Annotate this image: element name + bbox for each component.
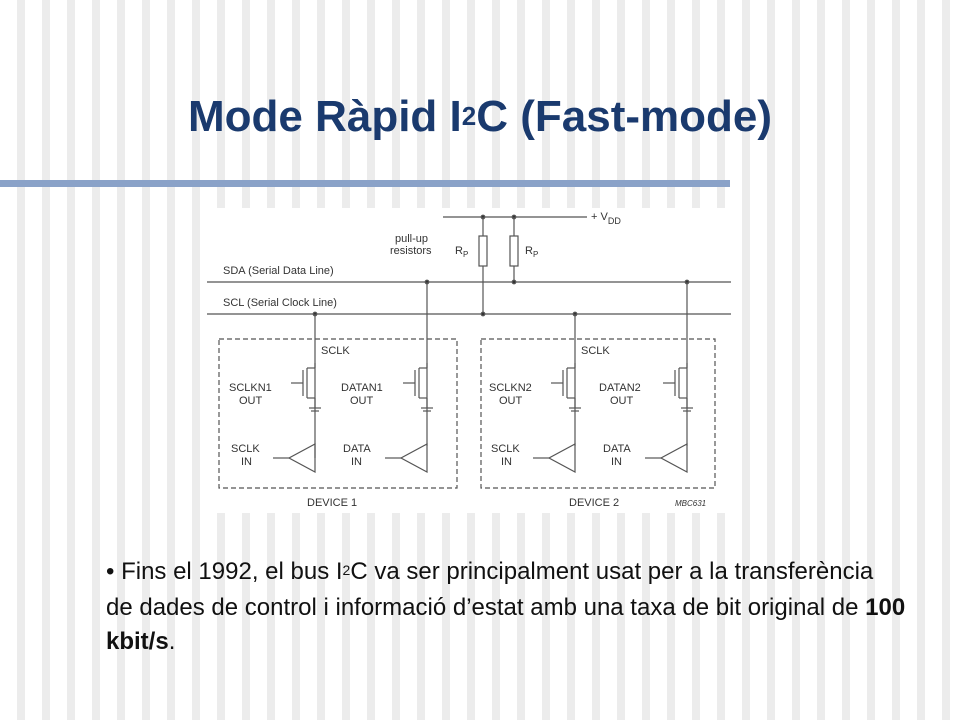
- transistor-sclkn2: [551, 363, 581, 412]
- buffer-sclk-in-2: [547, 442, 576, 474]
- data-in-label-2b: IN: [611, 456, 622, 468]
- pullup-resistor-2: [509, 235, 519, 267]
- datan2-label: DATAN2: [599, 382, 641, 394]
- device-2-box: [480, 338, 716, 489]
- vdd-label: + VDD: [591, 211, 621, 226]
- body-text-part3: .: [168, 628, 176, 655]
- transistor-datan2: [663, 363, 693, 412]
- body-text-part2: C va ser principalment usat per a la tra…: [106, 558, 874, 621]
- sclk-label-1: SCLK: [321, 345, 350, 357]
- title-text: Mode Ràpid I: [187, 92, 462, 141]
- title-text-suffix: C (Fast-mode): [476, 92, 773, 141]
- i2c-circuit-svg: + VDD pull-up resistors RP RP SDA (Seria…: [207, 211, 731, 509]
- sclk-in-label-2: SCLK: [491, 443, 520, 455]
- device-1-label: DEVICE 1: [307, 497, 357, 509]
- device-2-label: DEVICE 2: [569, 497, 619, 509]
- datan2-out-label: OUT: [610, 395, 634, 407]
- scl-label: SCL (Serial Clock Line): [223, 297, 337, 309]
- transistor-sclkn1: [291, 363, 321, 412]
- pullup-label-1: pull-up: [395, 233, 428, 245]
- pullup-label-2: resistors: [390, 245, 432, 257]
- transistor-datan1: [403, 363, 433, 412]
- sclkn1-out-label: OUT: [239, 395, 263, 407]
- buffer-sclk-in-1: [287, 442, 316, 474]
- sclk-label-2: SCLK: [581, 345, 610, 357]
- sclk-in-label-2b: IN: [501, 456, 512, 468]
- slide-title: Mode Ràpid I2C (Fast-mode): [0, 92, 960, 142]
- datan1-label: DATAN1: [341, 382, 383, 394]
- sclkn2-out-label: OUT: [499, 395, 523, 407]
- body-text-part1: Fins el 1992, el bus I: [121, 558, 343, 585]
- data-in-label-1b: IN: [351, 456, 362, 468]
- body-paragraph: • Fins el 1992, el bus I2C va ser princi…: [106, 555, 906, 659]
- buffer-data-in-2: [659, 442, 688, 474]
- body-superscript: 2: [342, 562, 351, 578]
- title-underline-bar: [0, 180, 730, 187]
- figure-code-label: MBC631: [675, 499, 706, 508]
- datan1-out-label: OUT: [350, 395, 374, 407]
- pullup-resistor-1: [478, 235, 488, 267]
- i2c-bus-diagram: + VDD pull-up resistors RP RP SDA (Seria…: [207, 208, 731, 513]
- data-in-label-1: DATA: [343, 443, 371, 455]
- title-superscript: 2: [461, 101, 477, 131]
- sda-label: SDA (Serial Data Line): [223, 265, 334, 277]
- data-in-label-2: DATA: [603, 443, 631, 455]
- device-1-box: [218, 338, 458, 489]
- sclk-in-label-1: SCLK: [231, 443, 260, 455]
- rp1-label: RP: [455, 245, 468, 259]
- sclk-in-label-1b: IN: [241, 456, 252, 468]
- body-bold-rate: 100 kbit/s: [106, 594, 906, 655]
- bullet-glyph: •: [106, 558, 115, 585]
- rp2-label: RP: [525, 245, 538, 259]
- buffer-data-in-1: [399, 442, 428, 474]
- sclkn1-label: SCLKN1: [229, 382, 272, 394]
- sclkn2-label: SCLKN2: [489, 382, 532, 394]
